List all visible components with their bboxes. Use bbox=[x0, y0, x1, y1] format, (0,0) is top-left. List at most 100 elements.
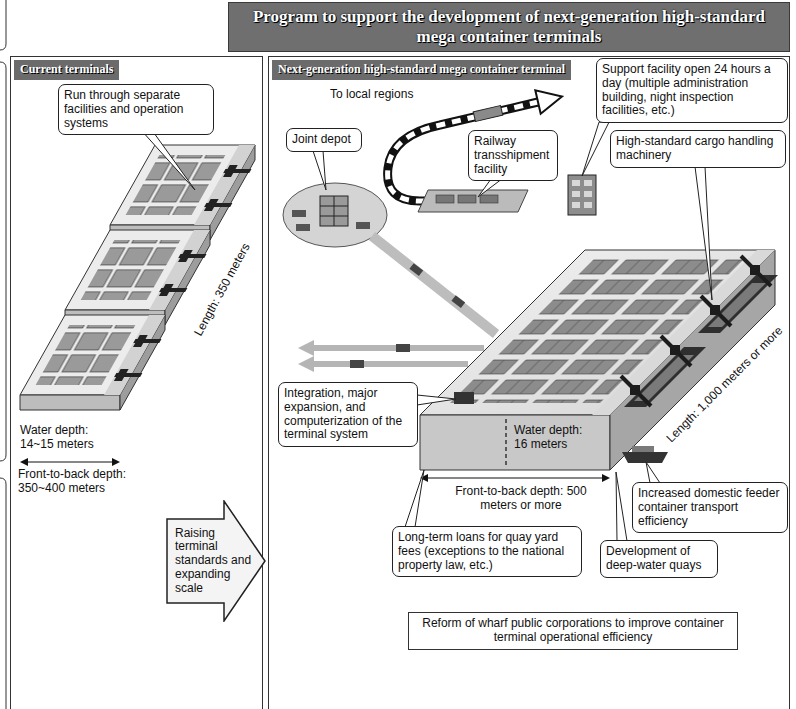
callout-text: Integration, major expansion, and comput… bbox=[284, 387, 412, 442]
railway-line bbox=[535, 90, 562, 113]
mega-terminal-figure bbox=[592, 250, 775, 415]
current-terminal-figure bbox=[194, 145, 255, 225]
page-edge-frames bbox=[0, 62, 6, 461]
current-terminal-figure bbox=[133, 335, 148, 347]
railway-line bbox=[388, 90, 562, 212]
support-building bbox=[572, 180, 580, 186]
callout-box: Joint depot bbox=[286, 128, 362, 152]
joint-depot-figure bbox=[296, 224, 310, 231]
support-building bbox=[568, 175, 596, 215]
callout-pointer bbox=[695, 167, 712, 300]
note-box: Reform of wharf public corporations to i… bbox=[408, 612, 738, 650]
title-text: Program to support the development of ne… bbox=[237, 7, 781, 48]
callout-pointer bbox=[646, 462, 660, 483]
railway-line bbox=[436, 195, 454, 203]
current-terminal-figure bbox=[114, 369, 129, 381]
current-terminal-figure bbox=[30, 315, 175, 395]
truck-roads bbox=[298, 356, 314, 372]
support-building bbox=[584, 202, 592, 208]
callout-text: High-standard cargo handling machinery bbox=[616, 135, 780, 163]
current-terminal-figure bbox=[178, 250, 193, 262]
callout-pointer bbox=[417, 395, 456, 405]
page-edge-frames bbox=[0, 0, 6, 50]
callout-text: Railway transshipment facility bbox=[474, 135, 552, 176]
callout-pointer bbox=[478, 180, 500, 197]
joint-depot-figure bbox=[292, 210, 306, 217]
mega-terminal-figure bbox=[454, 392, 474, 404]
dimension-markers bbox=[505, 419, 506, 466]
railway-line bbox=[480, 195, 498, 203]
callout-text: Support facility open 24 hours a day (mu… bbox=[602, 63, 782, 118]
dimension-label: Water depth: 14~15 meters bbox=[20, 424, 112, 452]
current-terminal-figure bbox=[20, 145, 265, 410]
page-edge-frames bbox=[0, 0, 6, 709]
callout-text: Joint depot bbox=[292, 133, 356, 147]
dimension-arrow bbox=[27, 461, 113, 462]
mega-terminal-figure bbox=[624, 347, 706, 407]
callout-box: Integration, major expansion, and comput… bbox=[278, 382, 418, 447]
callout-box: Support facility open 24 hours a day (mu… bbox=[596, 58, 788, 123]
truck-roads bbox=[350, 360, 364, 368]
callout-box: Development of deep-water quays bbox=[600, 540, 718, 578]
support-building bbox=[572, 191, 580, 197]
block-arrow-box: Raising terminal standards and expanding… bbox=[166, 500, 266, 622]
joint-depot-figure bbox=[320, 196, 348, 226]
dimension-arrow bbox=[20, 458, 28, 466]
mega-terminal-figure bbox=[741, 256, 771, 286]
truck-roads bbox=[312, 361, 468, 367]
mega-terminal-figure bbox=[630, 385, 640, 395]
callout-pointer bbox=[616, 472, 627, 541]
current-terminal-figure bbox=[75, 230, 220, 310]
mega-terminal-figure bbox=[708, 283, 766, 327]
panel-heading: Next-generation high-standard mega conta… bbox=[272, 60, 571, 80]
truck-roads bbox=[372, 236, 496, 334]
callout-box: Railway transshipment facility bbox=[468, 130, 558, 181]
destination-label: To local regions bbox=[330, 88, 413, 102]
current-terminal-figure bbox=[149, 230, 210, 310]
mega-terminal-figure bbox=[622, 452, 668, 463]
mega-terminal-figure bbox=[710, 305, 720, 315]
dimension-arrow bbox=[112, 458, 120, 466]
dimension-label: Water depth: 16 meters bbox=[512, 423, 600, 453]
support-building bbox=[568, 175, 596, 215]
mega-terminal-figure bbox=[661, 336, 691, 366]
block-arrow-outline bbox=[167, 501, 265, 621]
current-terminal-figure bbox=[81, 240, 181, 300]
mega-terminal-figure bbox=[632, 446, 654, 452]
dimension-label: Front-to-back depth: 350~400 meters bbox=[18, 468, 158, 496]
truck-roads bbox=[298, 340, 314, 356]
support-building bbox=[572, 202, 580, 208]
mega-terminal-figure bbox=[701, 296, 731, 326]
support-building bbox=[584, 191, 592, 197]
callout-text: Reform of wharf public corporations to i… bbox=[417, 617, 729, 645]
callout-text: Long-term loans for quay yard fees (exce… bbox=[398, 531, 576, 572]
truck-roads bbox=[298, 236, 496, 372]
callout-text: Run through separate facilities and oper… bbox=[64, 89, 208, 130]
callout-text: Increased domestic feeder container tran… bbox=[638, 487, 782, 528]
current-terminal-figure bbox=[223, 165, 238, 177]
mega-terminal-figure bbox=[621, 256, 771, 406]
mega-terminal-figure bbox=[750, 265, 760, 275]
current-terminal-figure bbox=[204, 199, 219, 211]
callout-text: Development of deep-water quays bbox=[606, 545, 712, 573]
dimension-label: Front-to-back depth: 500 meters or more bbox=[448, 485, 594, 513]
callout-pointer bbox=[405, 470, 424, 527]
arrow-text: Raising terminal standards and expanding… bbox=[175, 527, 257, 596]
joint-depot-figure bbox=[334, 196, 335, 226]
current-terminal-figure bbox=[20, 395, 120, 410]
mega-terminal-figure bbox=[621, 376, 651, 406]
joint-depot-figure bbox=[356, 222, 370, 229]
comparison-panel: Next-generation high-standard mega conta… bbox=[268, 56, 790, 709]
dimension-arrow bbox=[20, 458, 120, 466]
mega-terminal-figure bbox=[420, 415, 610, 470]
callout-pointer bbox=[145, 134, 195, 190]
callout-pointer bbox=[582, 122, 609, 176]
mega-terminal-figure bbox=[670, 345, 680, 355]
callout-box: Long-term loans for quay yard fees (exce… bbox=[392, 526, 582, 577]
callout-box: Increased domestic feeder container tran… bbox=[632, 482, 788, 533]
support-building bbox=[584, 180, 592, 186]
railway-line bbox=[473, 105, 503, 121]
current-terminal-figure bbox=[104, 315, 165, 395]
current-terminal-figure bbox=[159, 284, 174, 296]
truck-roads bbox=[396, 344, 410, 352]
